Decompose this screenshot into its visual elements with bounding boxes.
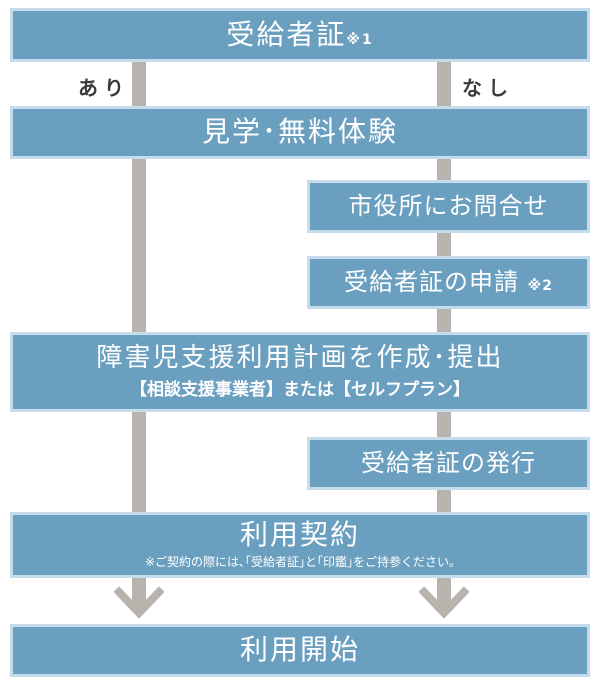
step-contract-title: 利用契約 [239,518,360,552]
step-apply-title: 受給者証の申請 [344,268,519,297]
step-start: 利用開始 [10,624,590,677]
step-plan: 障害児支援利用計画を作成･提出 【相談支援事業者】または【セルフプラン】 [10,332,590,412]
step-apply-note: ※2 [527,278,553,295]
step-apply-title-wrap: 受給者証の申請 ※2 [344,269,553,295]
step-contract: 利用契約 ※ご契約の際には､｢受給者証｣と｢印鑑｣をご持参ください｡ [10,512,590,578]
header-title: 受給者証 [226,17,347,51]
step-issue: 受給者証の発行 [307,437,590,490]
chevron-down-icon [419,586,469,619]
step-trial: 見学･無料体験 [10,106,590,159]
step-inquiry: 市役所にお問合せ [307,180,590,233]
header-box: 受給者証※1 [10,8,590,62]
step-plan-subtitle: 【相談支援事業者】または【セルフプラン】 [130,380,470,401]
step-apply: 受給者証の申請 ※2 [307,256,590,309]
step-trial-label: 見学･無料体験 [201,115,398,149]
header-note: ※1 [346,31,374,48]
step-plan-title: 障害児支援利用計画を作成･提出 [96,342,504,373]
step-issue-label: 受給者証の発行 [361,449,536,478]
branch-label-yes: あり [78,76,130,100]
branch-label-no: なし [462,76,514,100]
header-title-wrap: 受給者証※1 [226,17,374,51]
step-contract-note: ※ご契約の際には､｢受給者証｣と｢印鑑｣をご持参ください｡ [144,554,456,569]
step-inquiry-label: 市役所にお問合せ [348,192,549,221]
step-start-label: 利用開始 [239,633,360,667]
chevron-down-icon [114,586,164,619]
